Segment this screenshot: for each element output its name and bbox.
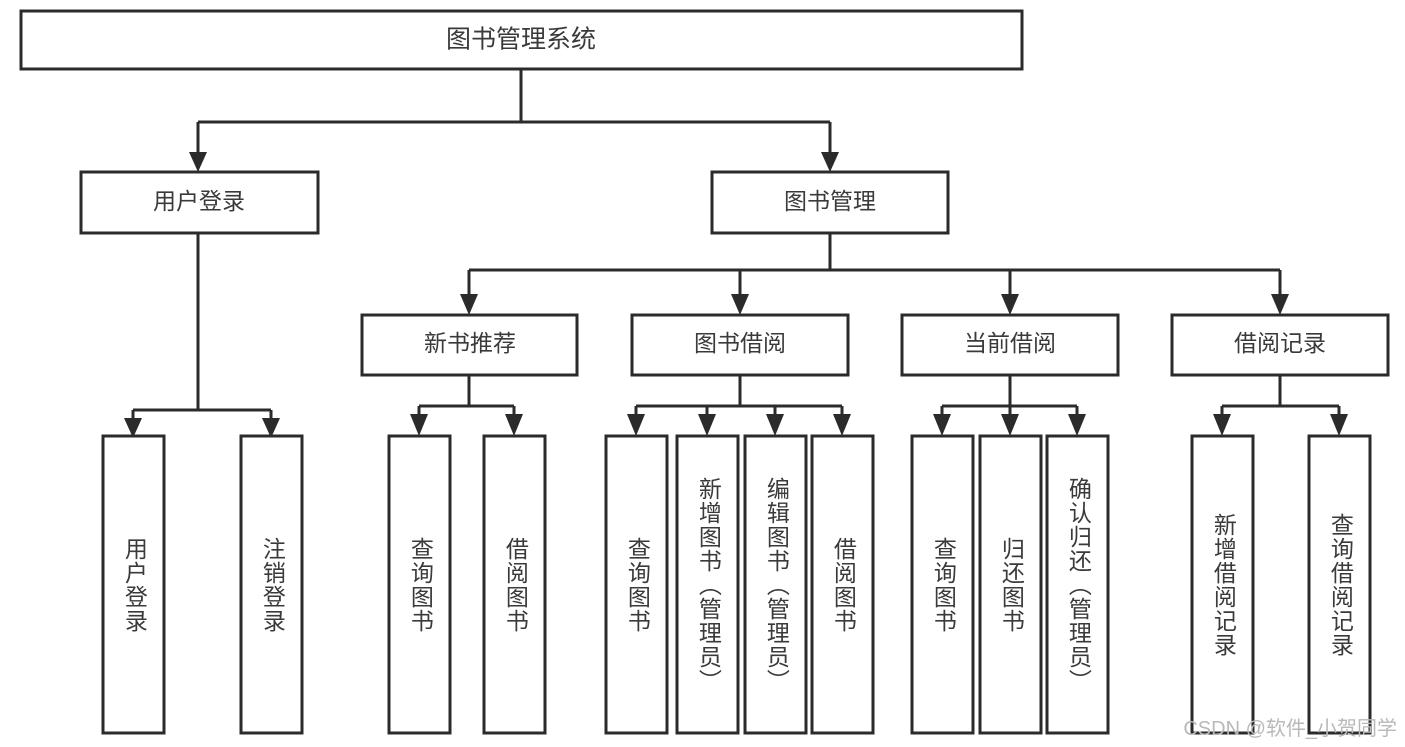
node-leaf-user-logout-box[interactable]	[239, 434, 304, 735]
arrow-br-leaf-2	[1330, 414, 1348, 436]
node-new-book-recommend-label: 新书推荐	[424, 330, 516, 356]
connector-group-user-login	[124, 233, 280, 438]
node-leaf-add-book-box[interactable]	[675, 434, 740, 735]
node-leaf-query-book-2-box[interactable]	[604, 434, 669, 735]
node-leaf-borrow-book-2-box[interactable]	[810, 434, 875, 735]
connector-group-current-borrow	[933, 375, 1086, 436]
node-user-login[interactable]: 用户登录	[79, 170, 320, 235]
node-borrow-record[interactable]: 借阅记录	[1170, 313, 1390, 377]
watermark-text: CSDN @软件_小贺同学	[1183, 718, 1397, 740]
node-leaf-query-book-1-box[interactable]	[387, 434, 452, 735]
node-root-box[interactable]	[19, 9, 1024, 71]
arrow-bb-leaf-4	[833, 414, 851, 436]
node-leaf-return-book-box[interactable]	[978, 434, 1043, 735]
node-root-label: 图书管理系统	[446, 26, 596, 54]
arrow-bb-leaf-1	[627, 414, 645, 436]
node-new-book-recommend-box[interactable]	[360, 313, 579, 377]
arrow-cb-leaf-2	[1001, 414, 1019, 436]
arrow-user-login-leaf-1	[124, 418, 142, 438]
arrow-cb-leaf-3	[1068, 414, 1086, 436]
node-current-borrow[interactable]: 当前借阅	[900, 313, 1120, 377]
node-borrow-record-box[interactable]	[1170, 313, 1390, 377]
node-book-borrow-box[interactable]	[630, 313, 850, 377]
arrow-cb-leaf-1	[933, 414, 951, 436]
arrow-br-leaf-1	[1213, 414, 1231, 436]
node-book-borrow-label: 图书借阅	[694, 330, 786, 356]
node-borrow-record-label: 借阅记录	[1234, 330, 1326, 356]
node-leaf-add-record-box[interactable]	[1190, 434, 1255, 735]
arrow-bb-leaf-3	[766, 414, 784, 436]
node-book-management-box[interactable]	[710, 170, 950, 235]
arrow-bm-to-new-book-recommend	[460, 294, 478, 315]
node-leaf-edit-book-box[interactable]	[743, 434, 808, 735]
arrow-bm-to-current-borrow	[1001, 294, 1019, 315]
node-leaf-borrow-book-1-box[interactable]	[482, 434, 547, 735]
node-current-borrow-label: 当前借阅	[964, 330, 1056, 356]
node-book-borrow[interactable]: 图书借阅	[630, 313, 850, 377]
connector-group-borrow-record	[1213, 375, 1348, 436]
connector-group-book-borrow	[627, 375, 851, 436]
connector-group-root	[189, 69, 839, 172]
arrow-nbr-leaf-1	[410, 414, 428, 436]
arrow-bm-to-book-borrow	[731, 294, 749, 315]
connector-group-new-book-recommend	[410, 375, 523, 436]
connector-group-book-management	[460, 233, 1289, 315]
node-leaf-query-book-3-box[interactable]	[910, 434, 975, 735]
arrow-bm-to-borrow-record	[1271, 294, 1289, 315]
node-leaf-user-login-box[interactable]	[101, 434, 166, 735]
node-book-management[interactable]: 图书管理	[710, 170, 950, 235]
node-new-book-recommend[interactable]: 新书推荐	[360, 313, 579, 377]
node-user-login-label: 用户登录	[153, 188, 245, 214]
node-leaf-query-record-box[interactable]	[1307, 434, 1372, 735]
node-book-management-label: 图书管理	[784, 188, 876, 214]
node-user-login-box[interactable]	[79, 170, 320, 235]
node-current-borrow-box[interactable]	[900, 313, 1120, 377]
node-root[interactable]: 图书管理系统	[19, 9, 1024, 71]
arrow-nbr-leaf-2	[505, 414, 523, 436]
node-leaf-confirm-return-box[interactable]	[1045, 434, 1110, 735]
arrow-user-login-leaf-2	[262, 418, 280, 438]
arrow-root-to-book-management	[821, 152, 839, 172]
arrow-root-to-user-login	[189, 152, 207, 172]
arrow-bb-leaf-2	[698, 414, 716, 436]
